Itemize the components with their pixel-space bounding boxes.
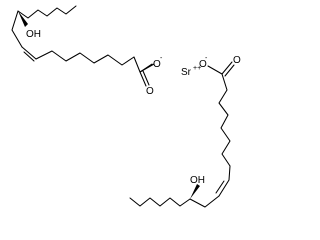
upper-carbonyl-bond-2 (142, 70, 150, 86)
lower-carbonyl-bond-2 (224, 64, 235, 77)
upper-hydroxyl-wedge (18, 11, 28, 27)
structure-diagram: OH O O - Sr ++ O - O OH (11, 5, 241, 208)
lower-cis-double-bond (215, 180, 225, 194)
lower-ricinoleate-chain (129, 61, 235, 208)
lower-carboxylate-bond (207, 65, 223, 75)
chemical-structure: OH O O - Sr ++ O - O OH (11, 5, 241, 208)
upper-ricinoleate-chain (11, 5, 155, 87)
upper-hexyl-tail (17, 5, 77, 19)
upper-oxygen-charge: - (160, 55, 163, 62)
lower-hydroxyl-label: OH (190, 175, 205, 186)
lower-oxygen-charge: - (205, 55, 208, 62)
lower-carbonyl-oxygen-label: O (233, 55, 241, 66)
upper-methylene-run (35, 50, 135, 66)
upper-cis-double-bond (23, 51, 35, 62)
strontium-charge: ++ (193, 65, 201, 72)
upper-carboxylate-bond (139, 63, 155, 73)
lower-hexyl-tail (129, 197, 191, 207)
upper-carboxylate-oxygen-label: O (153, 59, 161, 70)
upper-carbonyl-bond-1 (139, 71, 147, 87)
lower-chain-c8-c10 (218, 165, 231, 197)
lower-hydroxyl-wedge (190, 184, 200, 199)
upper-chain-c12-c10 (11, 10, 23, 48)
lower-carboxylate-oxygen-label: O (199, 59, 207, 70)
lower-chain-c10-c12 (189, 195, 220, 208)
lower-methylene-run (218, 73, 231, 167)
strontium-label: Sr (181, 67, 192, 78)
lower-carbonyl-bond-1 (221, 61, 233, 75)
upper-carbonyl-oxygen-label: O (146, 86, 154, 97)
upper-hydroxyl-label: OH (26, 29, 41, 40)
upper-chain-c10-c9 (21, 46, 37, 60)
